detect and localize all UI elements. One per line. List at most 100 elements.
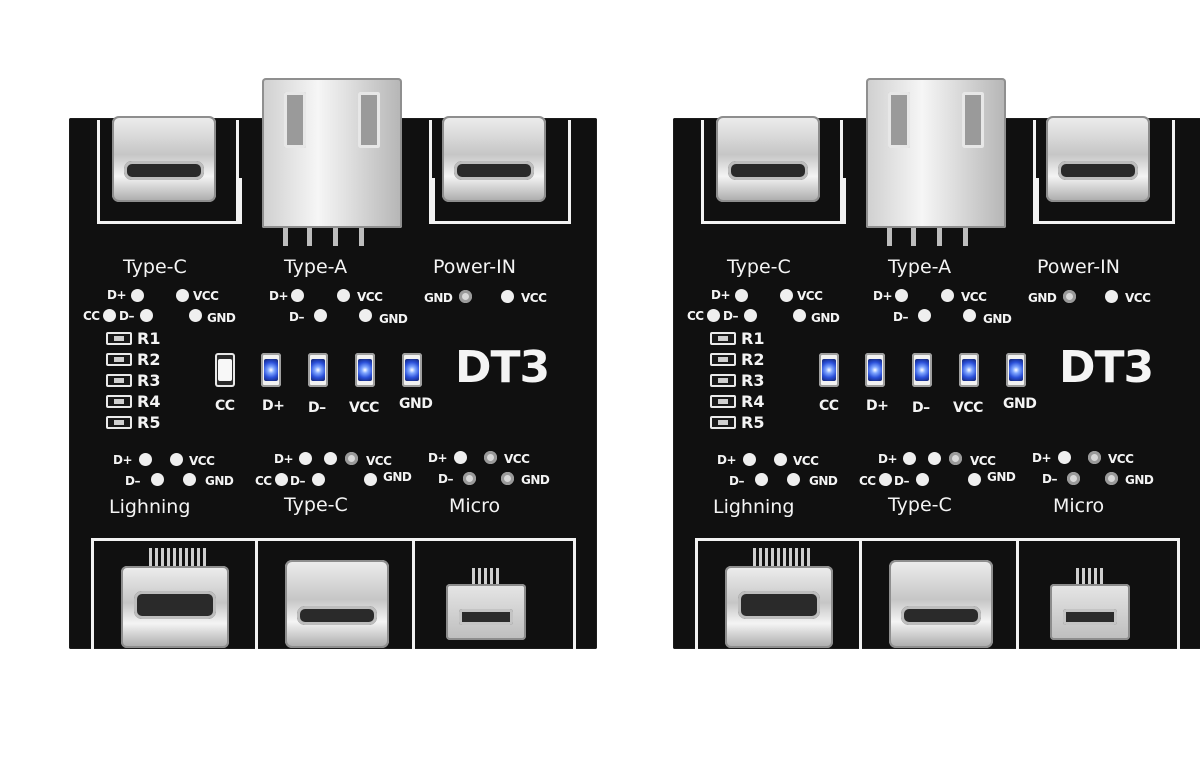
test-pad bbox=[337, 289, 350, 302]
led-label: CC bbox=[215, 398, 235, 414]
label-top-typea: Type-A bbox=[888, 256, 952, 278]
test-pad bbox=[151, 473, 164, 486]
pin-label: VCC bbox=[797, 289, 823, 303]
test-pad bbox=[345, 452, 358, 465]
test-pad bbox=[743, 453, 756, 466]
resistor-label: R3 bbox=[137, 371, 161, 390]
test-pad bbox=[139, 453, 152, 466]
resistor-label: R4 bbox=[741, 392, 765, 411]
lightning-port bbox=[725, 566, 833, 648]
led-dminus bbox=[912, 353, 932, 387]
led-label: CC bbox=[819, 398, 839, 414]
pin-label: VCC bbox=[366, 454, 392, 468]
test-pad bbox=[1067, 472, 1080, 485]
typec-port-bottom bbox=[285, 560, 389, 648]
led-cc bbox=[215, 353, 235, 387]
test-pad bbox=[774, 453, 787, 466]
pin-label: GND bbox=[983, 312, 1012, 326]
pin-label: D– bbox=[289, 310, 304, 324]
led-gnd bbox=[402, 353, 422, 387]
resistor-label: R5 bbox=[137, 413, 161, 432]
pin-label: D+ bbox=[711, 288, 731, 302]
test-pad bbox=[968, 473, 981, 486]
test-pad bbox=[879, 473, 892, 486]
brand-label: DT3 bbox=[1059, 342, 1154, 393]
brand-label: DT3 bbox=[455, 342, 550, 393]
test-pad bbox=[963, 309, 976, 322]
test-pad bbox=[744, 309, 757, 322]
pin-label: D+ bbox=[269, 289, 289, 303]
top-power-frame bbox=[1033, 120, 1175, 224]
pin-label: VCC bbox=[189, 454, 215, 468]
pin-label: D+ bbox=[428, 451, 448, 465]
test-pad bbox=[1105, 472, 1118, 485]
test-pad bbox=[793, 309, 806, 322]
resistor bbox=[106, 332, 132, 345]
test-pad bbox=[1063, 290, 1076, 303]
test-pad bbox=[501, 290, 514, 303]
pin-label: GND bbox=[811, 311, 840, 325]
pin-label: CC bbox=[859, 474, 876, 488]
pin-label: D– bbox=[119, 309, 134, 323]
pin-label: VCC bbox=[193, 289, 219, 303]
test-pad bbox=[314, 309, 327, 322]
micro-usb-port bbox=[446, 584, 526, 640]
test-pad bbox=[903, 452, 916, 465]
test-pad bbox=[299, 452, 312, 465]
resistor bbox=[710, 353, 736, 366]
top-typea-frame bbox=[239, 178, 435, 224]
test-pad bbox=[189, 309, 202, 322]
led-dminus bbox=[308, 353, 328, 387]
resistor-label: R2 bbox=[741, 350, 765, 369]
label-top-typea: Type-A bbox=[284, 256, 348, 278]
pin-label: GND bbox=[383, 470, 412, 484]
test-pad bbox=[1088, 451, 1101, 464]
test-pad bbox=[131, 289, 144, 302]
pin-label: CC bbox=[83, 309, 100, 323]
label-top-power: Power-IN bbox=[1037, 256, 1120, 278]
pin-label: GND bbox=[987, 470, 1016, 484]
label-bottom-lightning: Lighning bbox=[109, 496, 191, 518]
test-pad bbox=[484, 451, 497, 464]
pin-label: D– bbox=[723, 309, 738, 323]
led-label: GND bbox=[399, 396, 433, 412]
test-pad bbox=[176, 289, 189, 302]
pin-label: GND bbox=[205, 474, 234, 488]
label-bottom-micro: Micro bbox=[449, 495, 501, 517]
test-pad bbox=[291, 289, 304, 302]
led-vcc bbox=[959, 353, 979, 387]
pin-label: GND bbox=[809, 474, 838, 488]
test-pad bbox=[459, 290, 472, 303]
test-pad bbox=[916, 473, 929, 486]
test-pad bbox=[707, 309, 720, 322]
pin-label: VCC bbox=[793, 454, 819, 468]
typea-port bbox=[866, 78, 1006, 228]
pin-label: VCC bbox=[970, 454, 996, 468]
lightning-port bbox=[121, 566, 229, 648]
pin-label: D+ bbox=[1032, 451, 1052, 465]
typec-port-bottom bbox=[889, 560, 993, 648]
test-pad bbox=[1058, 451, 1071, 464]
resistor bbox=[106, 416, 132, 429]
test-pad bbox=[941, 289, 954, 302]
top-power-frame bbox=[429, 120, 571, 224]
pin-label: D+ bbox=[717, 453, 737, 467]
typec-port-top bbox=[112, 116, 216, 202]
label-bottom-typec: Type-C bbox=[284, 494, 348, 516]
pin-label: D– bbox=[1042, 472, 1057, 486]
led-dplus bbox=[261, 353, 281, 387]
pcb-board-right: Type-C Type-A Power-IN D+ VCC CC D– GND … bbox=[673, 78, 1200, 649]
pin-label: VCC bbox=[961, 290, 987, 304]
led-label: D– bbox=[912, 400, 930, 416]
top-typea-frame bbox=[843, 178, 1039, 224]
test-pad bbox=[103, 309, 116, 322]
label-bottom-lightning: Lighning bbox=[713, 496, 795, 518]
pin-label: D– bbox=[125, 474, 140, 488]
pin-label: D– bbox=[438, 472, 453, 486]
pin-label: VCC bbox=[357, 290, 383, 304]
pin-label: GND bbox=[1125, 473, 1154, 487]
pin-label: D+ bbox=[274, 452, 294, 466]
test-pad bbox=[140, 309, 153, 322]
pin-label: D– bbox=[729, 474, 744, 488]
test-pad bbox=[1105, 290, 1118, 303]
